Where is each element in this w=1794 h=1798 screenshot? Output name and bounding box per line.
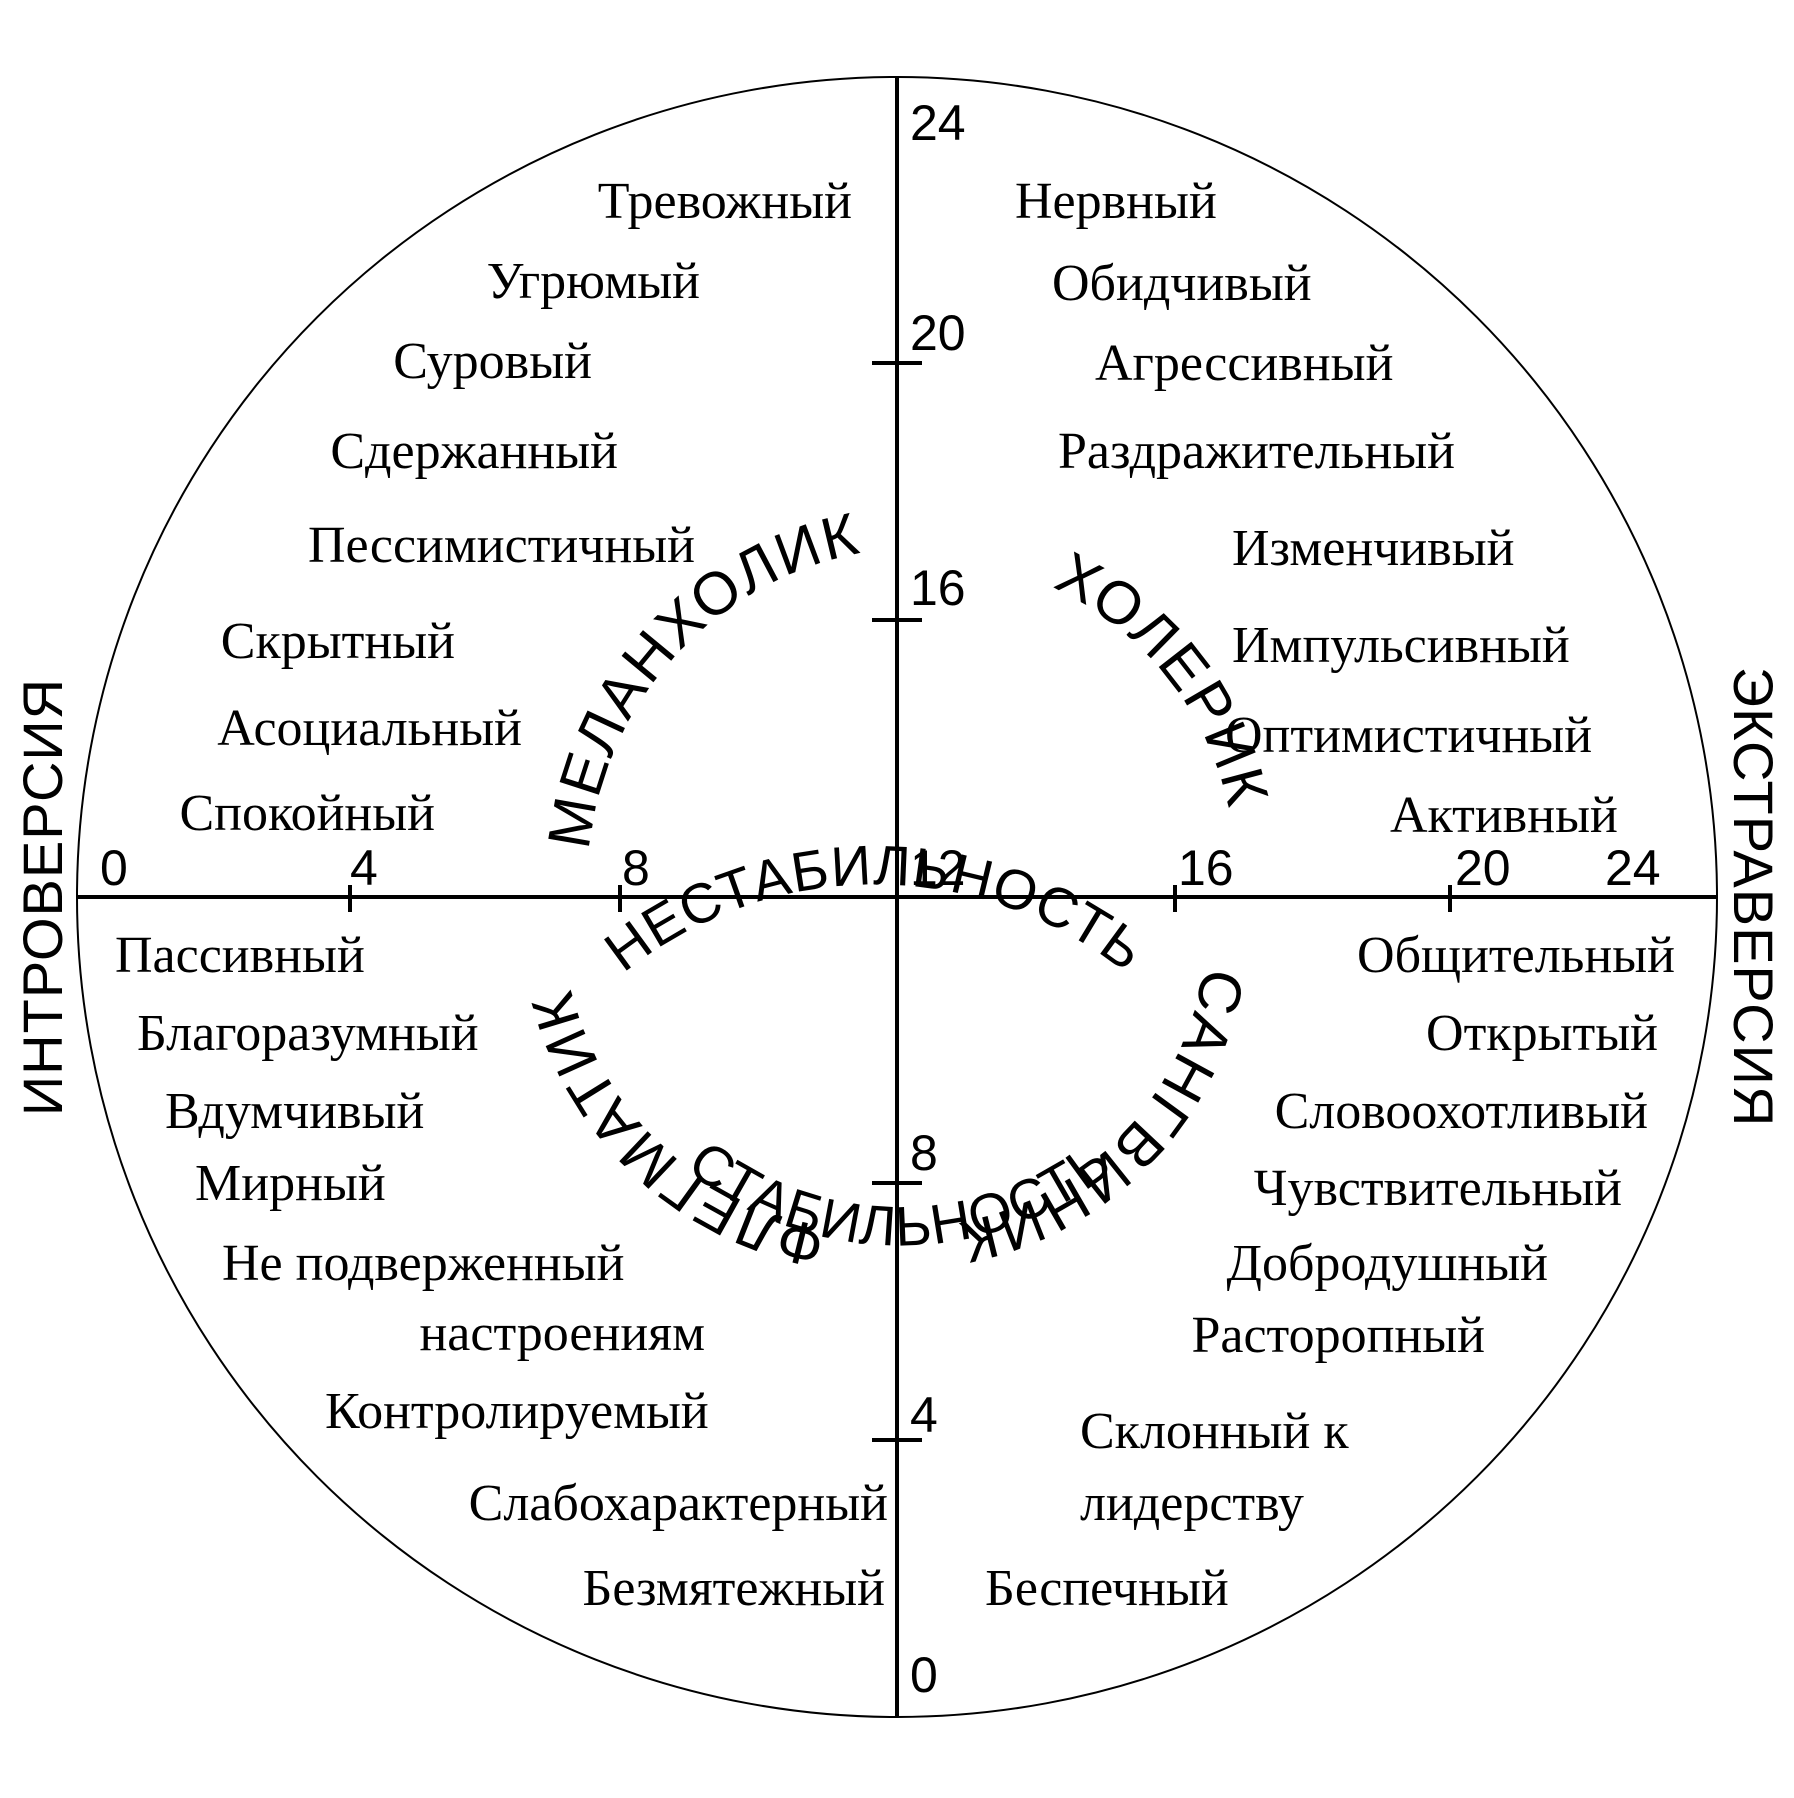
trait-top-right: Нервный (1015, 173, 1217, 230)
v-tick-label-4: 4 (910, 1387, 938, 1443)
trait-top-right: Обидчивый (1052, 255, 1312, 312)
v-tick-label-20: 20 (910, 305, 966, 361)
h-tick-label-16: 16 (1178, 840, 1234, 896)
v-tick-label-0: 0 (910, 1647, 938, 1703)
trait-bottom-left: Контролируемый (325, 1383, 709, 1440)
temperament-sanguine: САНГВИНИК (953, 964, 1257, 1276)
trait-top-right: Агрессивный (1095, 335, 1393, 392)
trait-bottom-right: лидерству (1080, 1475, 1304, 1532)
trait-top-left: Спокойный (179, 785, 435, 842)
trait-bottom-left: Слабохарактерный (469, 1475, 888, 1532)
trait-bottom-left: Благоразумный (137, 1005, 479, 1062)
trait-top-right: Изменчивый (1232, 520, 1514, 577)
h-tick-label-0: 0 (100, 840, 128, 896)
trait-bottom-left: Пассивный (115, 927, 365, 984)
trait-bottom-right: Словоохотливый (1275, 1083, 1648, 1140)
v-tick-label-16: 16 (910, 560, 966, 616)
pole-label-top: НЕСТАБИЛЬНОСТЬ (593, 833, 1157, 983)
trait-top-right: Импульсивный (1232, 617, 1570, 674)
pole-label-left: ИНТРОВЕРСИЯ (11, 678, 74, 1116)
trait-bottom-right: Добродушный (1226, 1235, 1548, 1292)
trait-bottom-left: Мирный (195, 1155, 386, 1212)
h-tick-label-20: 20 (1455, 840, 1511, 896)
trait-bottom-right: Расторопный (1191, 1307, 1485, 1364)
h-tick-label-8: 8 (622, 840, 650, 896)
trait-top-left: Асоциальный (217, 700, 522, 757)
trait-top-right: Раздражительный (1058, 423, 1455, 480)
trait-bottom-right: Склонный к (1080, 1403, 1349, 1460)
trait-top-left: Сдержанный (330, 423, 618, 480)
h-tick-label-4: 4 (350, 840, 378, 896)
temperament-choleric: ХОЛЕРИК (1046, 539, 1282, 814)
trait-bottom-left: Не подверженный (222, 1235, 625, 1292)
trait-top-right: Активный (1390, 787, 1618, 844)
h-tick-label-12: 12 (910, 840, 966, 896)
v-tick-label-8: 8 (910, 1125, 938, 1181)
pole-label-right: ЭКСТРАВЕРСИЯ (1722, 667, 1785, 1128)
trait-bottom-right: Чувствительный (1254, 1160, 1622, 1217)
trait-bottom-left: настроениям (419, 1305, 705, 1362)
trait-bottom-right: Открытый (1426, 1005, 1658, 1062)
trait-bottom-left: Безмятежный (582, 1560, 885, 1617)
trait-bottom-right: Общительный (1357, 927, 1675, 984)
trait-top-right: Оптимистичный (1225, 707, 1592, 764)
h-tick-label-24: 24 (1605, 840, 1661, 896)
trait-top-left: Тревожный (598, 173, 852, 230)
v-tick-label-24: 24 (910, 95, 966, 151)
trait-top-left: Суровый (393, 333, 592, 390)
trait-top-left: Пессимистичный (308, 517, 695, 574)
trait-bottom-left: Вдумчивый (165, 1083, 424, 1140)
trait-top-left: Угрюмый (487, 253, 700, 310)
trait-top-left: Скрытный (221, 613, 455, 670)
trait-bottom-right: Беспечный (985, 1560, 1229, 1617)
